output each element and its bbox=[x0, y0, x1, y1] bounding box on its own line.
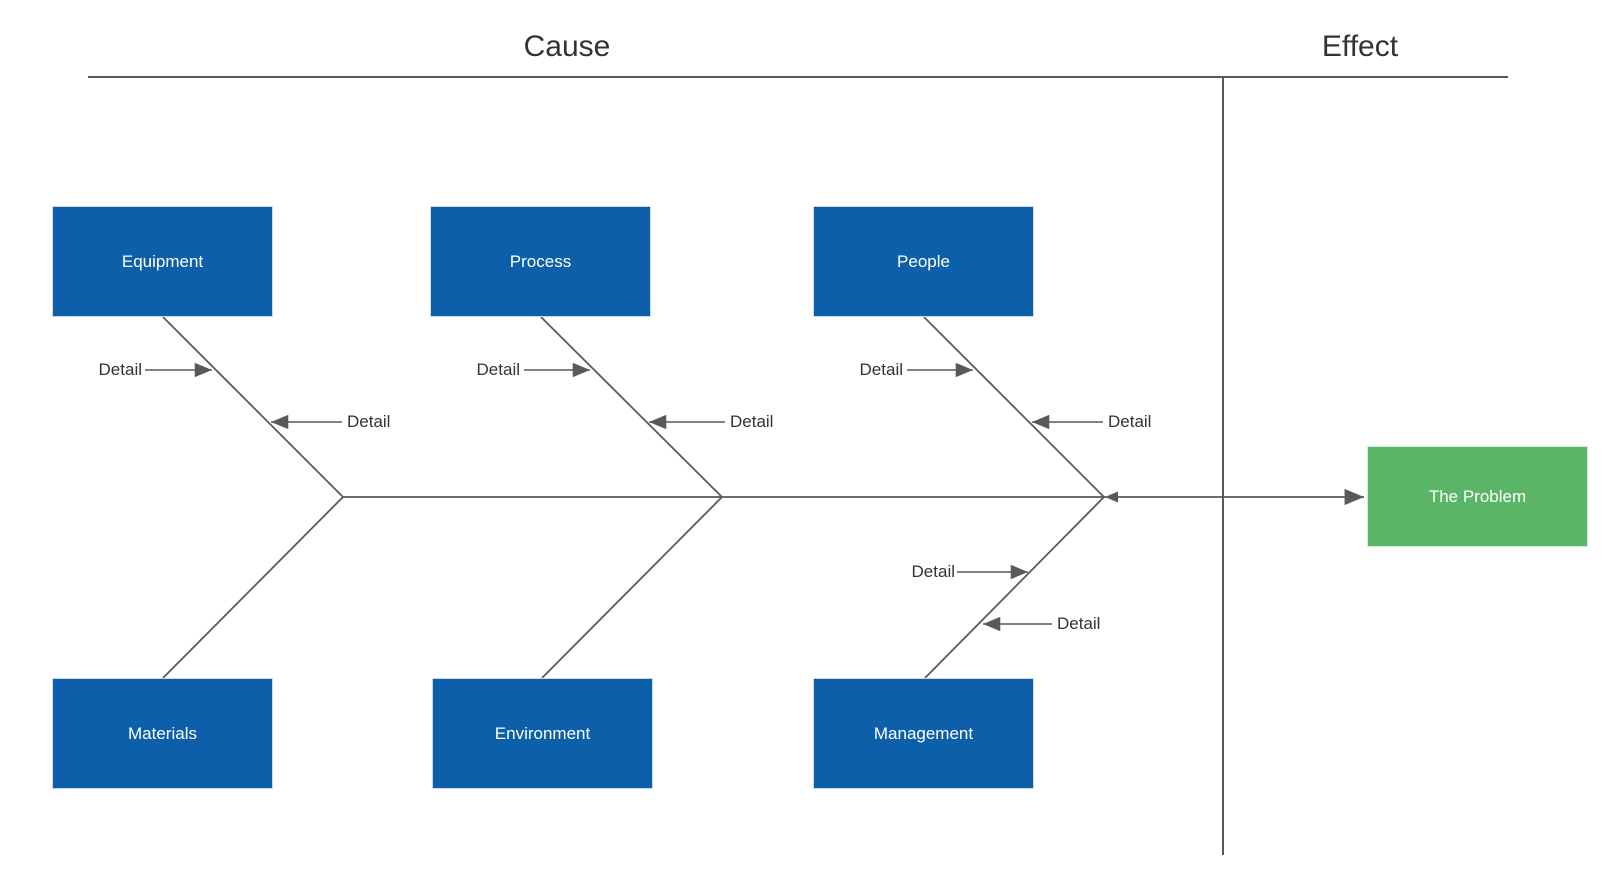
category-box-management: Management bbox=[813, 678, 1034, 789]
process-bone bbox=[540, 316, 723, 498]
equipment-detail-left-label: Detail bbox=[98, 360, 142, 379]
category-label-people: People bbox=[897, 251, 950, 271]
category-label-equipment: Equipment bbox=[121, 251, 204, 271]
category-box-equipment: Equipment bbox=[52, 206, 273, 317]
problem-label: The Problem bbox=[1428, 486, 1527, 506]
category-box-people: People bbox=[813, 206, 1034, 317]
cause-header: Cause bbox=[523, 30, 611, 63]
process-detail-right-label: Detail bbox=[730, 412, 774, 431]
category-label-process: Process bbox=[509, 251, 572, 271]
category-box-process: Process bbox=[430, 206, 651, 317]
category-box-materials: Materials bbox=[52, 678, 273, 789]
category-label-environment: Environment bbox=[494, 723, 591, 743]
environment-bone bbox=[541, 496, 723, 679]
management-bone bbox=[924, 496, 1105, 679]
process-detail-left-label: Detail bbox=[476, 360, 520, 379]
materials-bone bbox=[162, 496, 344, 679]
people-detail-right-label: Detail bbox=[1108, 412, 1152, 431]
category-label-management: Management bbox=[873, 723, 974, 743]
category-label-materials: Materials bbox=[128, 723, 197, 743]
equipment-bone bbox=[162, 316, 344, 498]
management-detail-left-label: Detail bbox=[911, 562, 955, 581]
people-bone bbox=[923, 316, 1105, 498]
people-detail-left-label: Detail bbox=[859, 360, 903, 379]
category-box-environment: Environment bbox=[432, 678, 653, 789]
management-detail-right-label: Detail bbox=[1057, 614, 1101, 633]
spine-left-arrowhead bbox=[1105, 491, 1118, 503]
problem-box: The Problem bbox=[1367, 446, 1588, 547]
equipment-detail-right-label: Detail bbox=[347, 412, 391, 431]
effect-header: Effect bbox=[1321, 30, 1399, 63]
